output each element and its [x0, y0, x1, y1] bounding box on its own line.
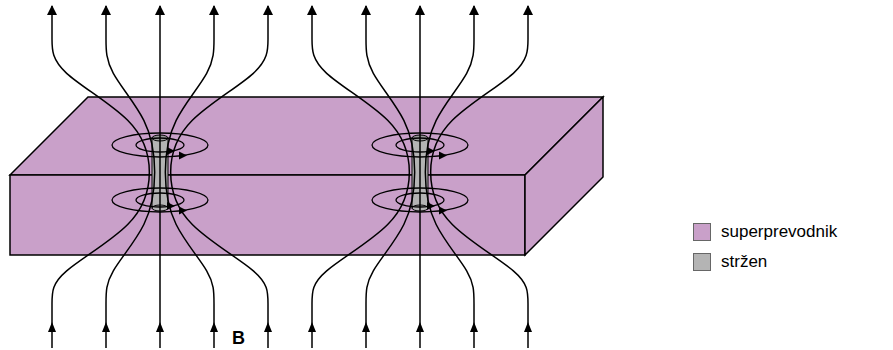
- field-arrow: [524, 322, 532, 332]
- legend-swatch: [693, 223, 711, 241]
- current-loop: [112, 188, 208, 212]
- current-arrow: [439, 151, 447, 159]
- legend-text: superprevodnik: [721, 222, 837, 242]
- field-arrow: [102, 322, 110, 332]
- superconductor-slab: [10, 97, 603, 255]
- current-loop: [372, 133, 468, 157]
- field-line: [419, 6, 421, 348]
- current-arrow: [427, 202, 435, 210]
- field-line: [431, 6, 528, 348]
- legend-swatch: [693, 253, 711, 271]
- current-loop: [136, 193, 184, 207]
- field-arrow: [156, 322, 164, 332]
- current-arrow: [179, 206, 187, 214]
- field-arrow: [308, 322, 316, 332]
- current-loop: [112, 133, 208, 157]
- current-arrow: [427, 147, 435, 155]
- current-loop: [396, 138, 444, 152]
- field-arrow: [416, 322, 424, 332]
- field-arrow: [48, 322, 56, 332]
- legend-text: stržen: [721, 252, 767, 272]
- current-arrow: [439, 206, 447, 214]
- field-line: [312, 6, 409, 348]
- field-arrow: [210, 322, 218, 332]
- field-line: [171, 6, 268, 348]
- current-arrow: [167, 147, 175, 155]
- field-line: [366, 6, 415, 348]
- field-line: [159, 6, 161, 348]
- current-loop: [372, 188, 468, 212]
- field-line: [106, 6, 155, 348]
- field-arrow: [470, 322, 478, 332]
- current-loop: [396, 193, 444, 207]
- field-arrow: [264, 322, 272, 332]
- field-line: [52, 6, 149, 348]
- current-loop: [136, 138, 184, 152]
- field-line: [425, 6, 474, 348]
- field-symbol: B: [230, 328, 247, 349]
- field-arrow: [362, 322, 370, 332]
- current-arrow: [179, 151, 187, 159]
- field-line: [165, 6, 214, 348]
- current-arrow: [167, 202, 175, 210]
